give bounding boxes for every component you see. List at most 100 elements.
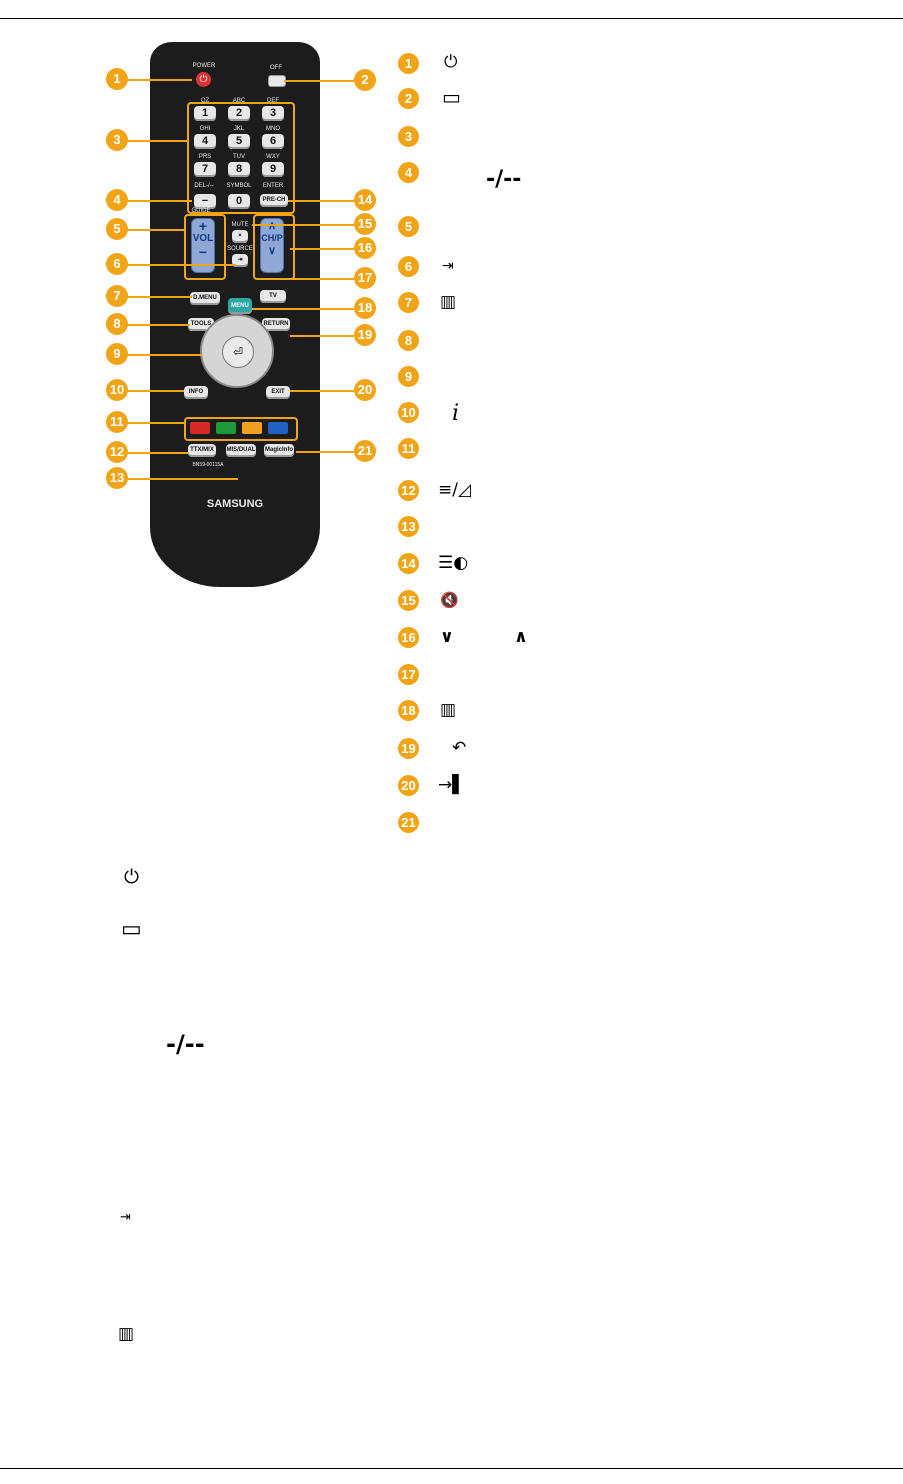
channel-up-icon: ∧ bbox=[261, 219, 283, 233]
key-8-letters: TUV bbox=[228, 154, 250, 160]
legend-badge-15: 15 bbox=[398, 590, 419, 611]
power-label: POWER bbox=[186, 63, 222, 69]
channel-rocker[interactable]: ∧ CH/P ∨ bbox=[260, 218, 284, 273]
body-off-icon: ▭ bbox=[121, 917, 142, 942]
callout-20: 20 bbox=[354, 379, 376, 401]
key-3-letters: DEF bbox=[262, 98, 284, 104]
header-rule bbox=[0, 18, 903, 19]
leader-line-11 bbox=[126, 422, 184, 424]
key-7-letters: PRS bbox=[194, 154, 216, 160]
color-key-blue[interactable] bbox=[268, 422, 288, 434]
key-9-letters: WXY bbox=[262, 154, 284, 160]
legend-badge-18: 18 bbox=[398, 700, 419, 721]
callout-2: 2 bbox=[354, 69, 376, 91]
callout-8: 8 bbox=[106, 313, 128, 335]
volume-up-icon: + bbox=[192, 219, 214, 233]
color-key-yellow[interactable] bbox=[242, 422, 262, 434]
key-1-letters: QZ bbox=[194, 98, 216, 104]
callout-7: 7 bbox=[106, 285, 128, 307]
key-1[interactable]: 1 bbox=[194, 106, 216, 121]
key-4[interactable]: 4 bbox=[194, 134, 216, 149]
leader-line-17 bbox=[288, 278, 354, 280]
mute-label: MUTE bbox=[226, 222, 254, 228]
source-icon: ⇥ bbox=[442, 256, 454, 276]
dmenu-key[interactable]: D.MENU bbox=[190, 292, 220, 305]
color-key-red[interactable] bbox=[190, 422, 210, 434]
menu-key[interactable]: MENU bbox=[228, 298, 252, 314]
footer-rule bbox=[0, 1468, 903, 1469]
callout-4: 4 bbox=[106, 189, 128, 211]
key-5-letters: JKL bbox=[228, 126, 250, 132]
info-key[interactable]: INFO bbox=[184, 386, 208, 399]
legend-badge-13: 13 bbox=[398, 516, 419, 537]
brand-logo: SAMSUNG bbox=[195, 498, 275, 510]
leader-line-7 bbox=[126, 296, 192, 298]
key-5[interactable]: 5 bbox=[228, 134, 250, 149]
off-icon: ▭ bbox=[442, 87, 461, 107]
leader-line-20 bbox=[290, 390, 354, 392]
key-0[interactable]: 0 bbox=[228, 194, 250, 209]
legend-badge-1: 1 bbox=[398, 53, 419, 74]
leader-line-5 bbox=[126, 229, 186, 231]
key-9[interactable]: 9 bbox=[262, 162, 284, 177]
leader-line-15 bbox=[252, 224, 354, 226]
key-8[interactable]: 8 bbox=[228, 162, 250, 177]
leader-line-6 bbox=[126, 264, 236, 266]
callout-15: 15 bbox=[354, 213, 376, 235]
callout-12: 12 bbox=[106, 441, 128, 463]
leader-line-14 bbox=[288, 200, 354, 202]
dmenu-icon: ▥ bbox=[440, 292, 456, 312]
enter-label: ENTER bbox=[258, 183, 288, 189]
legend-badge-9: 9 bbox=[398, 366, 419, 387]
ttx-mix-key[interactable]: TTX/MIX bbox=[188, 444, 216, 457]
callout-13: 13 bbox=[106, 467, 128, 489]
legend-badge-5: 5 bbox=[398, 216, 419, 237]
body-power-icon: ⏻ bbox=[124, 866, 139, 888]
leader-line-18 bbox=[252, 308, 354, 310]
legend-badge-8: 8 bbox=[398, 330, 419, 351]
callout-10: 10 bbox=[106, 379, 128, 401]
key-2-letters: ABC bbox=[228, 98, 250, 104]
navigation-pad[interactable]: ⏎ bbox=[200, 314, 274, 388]
exit-key[interactable]: EXIT bbox=[266, 386, 290, 399]
key-7[interactable]: 7 bbox=[194, 162, 216, 177]
channel-down-icon: ∨ bbox=[261, 243, 283, 259]
remote-control-illustration: POWER ⏻ OFF QZ 1 ABC 2 DEF 3 GHI 4 JKL 5… bbox=[150, 42, 320, 587]
legend-badge-10: 10 bbox=[398, 402, 419, 423]
legend-badge-16: 16 bbox=[398, 627, 419, 648]
callout-17: 17 bbox=[354, 267, 376, 289]
body-source-icon: ⇥ bbox=[120, 1210, 131, 1225]
leader-line-12 bbox=[126, 452, 188, 454]
enter-center-icon[interactable]: ⏎ bbox=[222, 336, 254, 368]
del-label: DEL-/-- bbox=[188, 183, 220, 189]
volume-label: VOL bbox=[192, 233, 214, 244]
mute-key[interactable]: × bbox=[232, 230, 248, 243]
power-button[interactable]: ⏻ bbox=[196, 72, 211, 87]
key-3[interactable]: 3 bbox=[262, 106, 284, 121]
legend-badge-2: 2 bbox=[398, 88, 419, 109]
leader-line-2 bbox=[284, 80, 354, 82]
legend-badge-19: 19 bbox=[398, 738, 419, 759]
body-dash-icon: -/-- bbox=[166, 1030, 205, 1058]
legend-badge-3: 3 bbox=[398, 126, 419, 147]
tv-key[interactable]: TV bbox=[260, 290, 286, 303]
callout-9: 9 bbox=[106, 343, 128, 365]
del-key[interactable]: − bbox=[194, 194, 216, 209]
callout-6: 6 bbox=[106, 253, 128, 275]
mis-dual-key[interactable]: MIS/DUAL bbox=[226, 444, 256, 457]
menu-icon: ▥ bbox=[440, 700, 456, 720]
key-4-letters: GHI bbox=[194, 126, 216, 132]
mute-icon: 🔇 bbox=[440, 590, 459, 610]
volume-down-icon: − bbox=[192, 244, 214, 260]
key-6[interactable]: 6 bbox=[262, 134, 284, 149]
legend-badge-11: 11 bbox=[398, 438, 419, 459]
leader-line-19 bbox=[290, 335, 354, 337]
magicinfo-key[interactable]: MagicInfo bbox=[264, 444, 294, 457]
prech-key[interactable]: PRE-CH bbox=[260, 194, 288, 207]
callout-16: 16 bbox=[354, 237, 376, 259]
color-key-green[interactable] bbox=[216, 422, 236, 434]
chevron-down-icon: ∨ bbox=[440, 627, 454, 647]
key-2[interactable]: 2 bbox=[228, 106, 250, 121]
callout-11: 11 bbox=[106, 411, 128, 433]
leader-line-10 bbox=[126, 390, 184, 392]
